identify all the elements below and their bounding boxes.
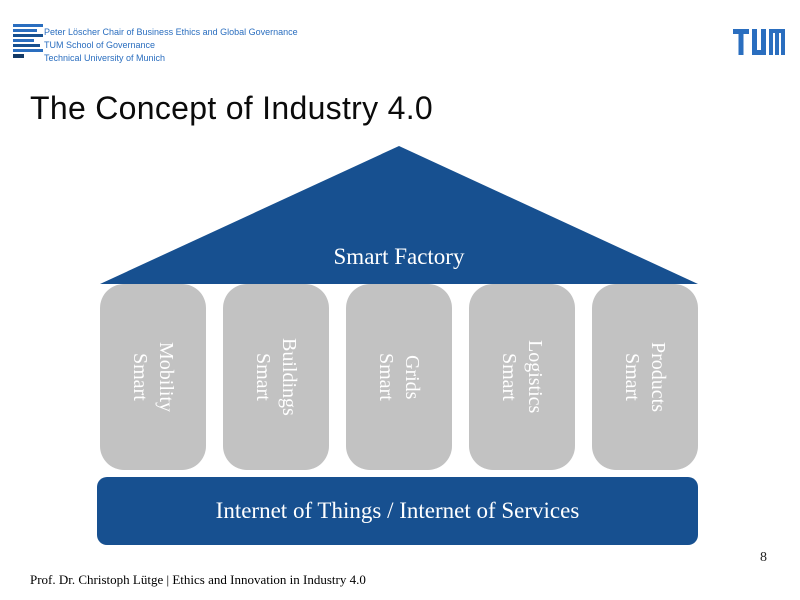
pillar-word: Buildings	[278, 338, 300, 416]
roof-smart-factory: Smart Factory	[100, 146, 698, 284]
pillar-label: Smart Products	[619, 342, 671, 412]
chair-line-3: Technical University of Munich	[44, 53, 166, 63]
pillar-word: Smart	[375, 353, 397, 401]
roof-triangle	[100, 146, 698, 284]
chair-line-2: TUM School of Governance	[44, 40, 156, 50]
pillar-word: Smart	[498, 353, 520, 401]
pillar-smart-mobility: Smart Mobility	[100, 284, 206, 470]
chair-logo-icon	[13, 22, 43, 64]
footer-author-note: Prof. Dr. Christoph Lütge | Ethics and I…	[30, 572, 366, 587]
pillar-smart-grids: Smart Grids	[346, 284, 452, 470]
pillar-word: Smart	[252, 353, 274, 401]
pillar-word: Mobility	[155, 341, 177, 412]
pillar-label: Smart Grids	[373, 353, 425, 401]
pillar-word: Products	[647, 342, 669, 412]
pillar-word: Smart	[621, 353, 643, 401]
pillar-smart-logistics: Smart Logistics	[469, 284, 575, 470]
chair-line-1: Peter Löscher Chair of Business Ethics a…	[44, 27, 298, 37]
pillar-word: Logistics	[524, 340, 546, 414]
base-internet-bar: Internet of Things / Internet of Service…	[97, 477, 698, 545]
pillar-smart-products: Smart Products	[592, 284, 698, 470]
pillar-word: Smart	[129, 353, 151, 401]
pillar-smart-buildings: Smart Buildings	[223, 284, 329, 470]
pillar-word: Grids	[401, 354, 423, 400]
base-label: Internet of Things / Internet of Service…	[215, 498, 580, 523]
roof-label: Smart Factory	[333, 244, 465, 269]
pillar-label: Smart Mobility	[127, 342, 179, 412]
pillar-label: Smart Logistics	[496, 340, 548, 413]
pillar-label: Smart Buildings	[250, 338, 302, 416]
tum-logo-icon	[733, 29, 785, 60]
pillars-row: Smart Mobility Smart Buildings Smart Gri…	[100, 284, 698, 470]
page-number: 8	[760, 550, 767, 565]
page-title: The Concept of Industry 4.0	[30, 90, 433, 126]
chair-header-text: Peter Löscher Chair of Business Ethics a…	[44, 26, 298, 65]
